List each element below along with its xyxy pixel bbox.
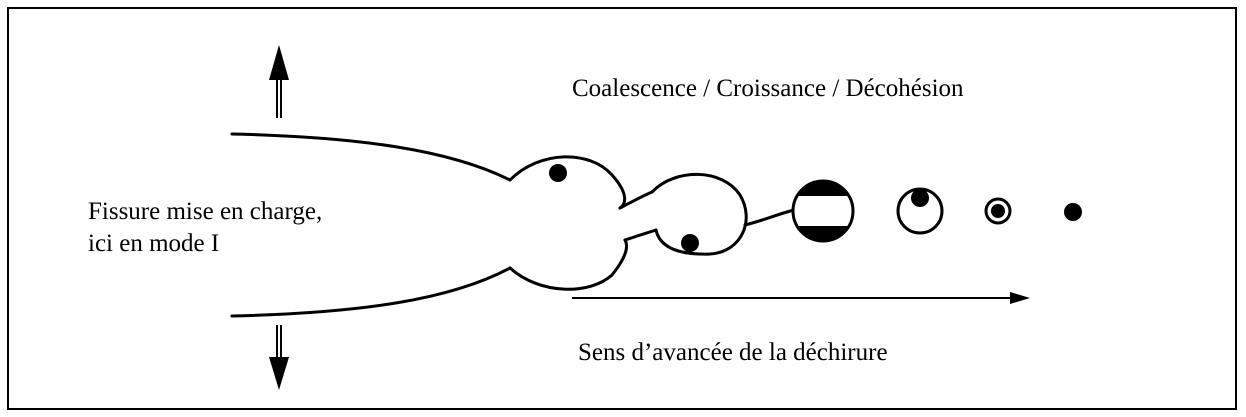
crack-upper-flank <box>230 132 512 182</box>
direction-label: Sens d’avancée de la déchirure <box>578 339 888 366</box>
mechanisms-label: Coalescence / Croissance / Décohésion <box>572 75 964 102</box>
load-arrow-up <box>269 45 289 118</box>
first-void-lower-lobe <box>508 238 628 291</box>
ligament-to-third-void <box>743 208 796 227</box>
load-arrow-down <box>269 325 289 390</box>
crack-label-line1: Fissure mise en charge, <box>88 198 323 225</box>
load-arrow-up-head <box>269 45 289 80</box>
ligament-to-second-void-lower <box>623 228 658 242</box>
early-void <box>896 187 944 235</box>
inclusion-first-void <box>549 164 567 182</box>
crack-label-line2: ici en mode I <box>88 230 220 257</box>
ligament-to-second-void-upper <box>618 190 654 210</box>
load-arrow-down-head <box>269 357 289 390</box>
growing-void <box>791 179 855 243</box>
second-void <box>650 172 748 256</box>
first-void-upper-lobe <box>508 155 627 210</box>
decohesion-void <box>984 197 1012 225</box>
crack-lower-flank <box>230 266 512 318</box>
propagation-arrow <box>572 292 1030 304</box>
inclusion-second-void <box>681 234 699 252</box>
intact-inclusion <box>1064 203 1082 221</box>
